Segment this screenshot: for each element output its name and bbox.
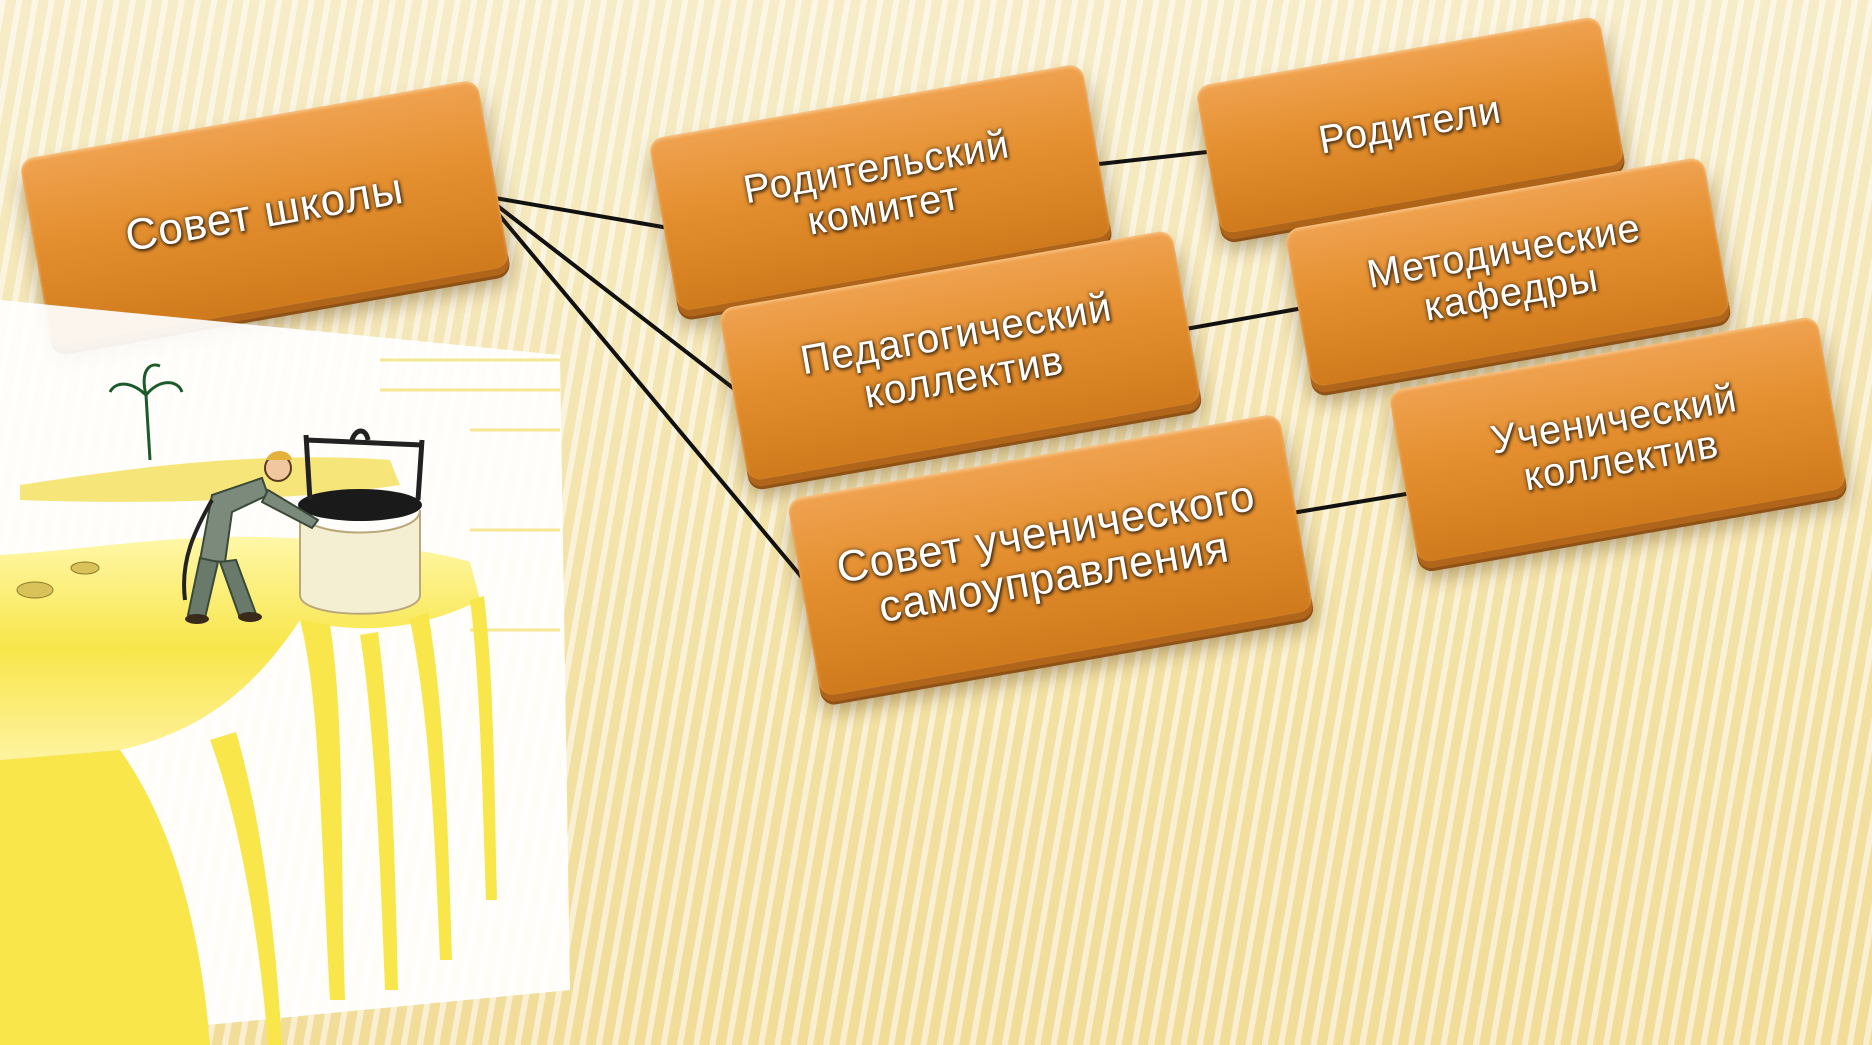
edge-student-council-student-body — [1279, 488, 1431, 517]
node-parents-label: Родители — [1315, 87, 1505, 163]
edge-council-student-council — [493, 208, 827, 607]
node-method-departments-label: Методические кафедры — [1363, 205, 1644, 330]
node-council-label: Совет школы — [121, 163, 408, 261]
node-student-council-label: Совет ученического самоуправления — [832, 470, 1259, 633]
edge-parent-committee-parents — [1089, 148, 1226, 167]
node-teaching-staff-label: Педагогический коллектив — [796, 283, 1116, 417]
edge-council-parent-committee — [494, 196, 681, 232]
node-student-body-label: Ученический коллектив — [1487, 375, 1741, 499]
edge-council-teaching-staff — [493, 202, 757, 407]
edge-teaching-staff-method — [1179, 303, 1321, 332]
node-parent-committee-label: Родительский комитет — [739, 121, 1013, 244]
man-at-well-icon — [0, 300, 570, 1045]
